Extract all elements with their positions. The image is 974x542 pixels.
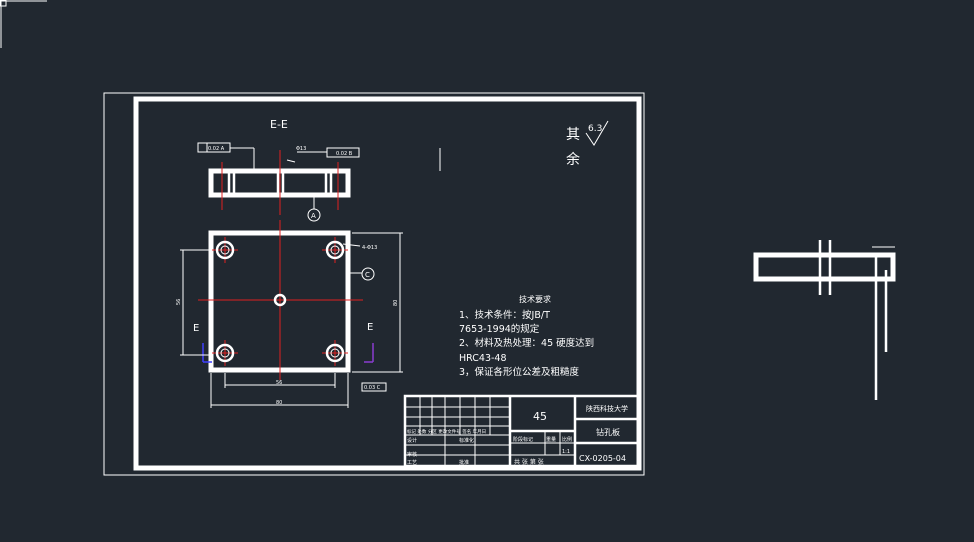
section-marker-left: E	[193, 323, 199, 334]
tb-drawing-no: CX-0205-04	[579, 454, 626, 463]
remaining-text-2: 余	[566, 151, 580, 168]
hole-bl	[215, 343, 235, 363]
tb-process: 工艺	[407, 460, 417, 466]
roughness-symbol-icon	[585, 120, 609, 146]
dim-inner: 56	[276, 380, 282, 386]
hole-tl	[215, 240, 235, 260]
tech-line1: 1、技术条件：按JB/T	[459, 309, 550, 321]
tech-line3: 2、材料及热处理：45 硬度达到	[459, 337, 594, 349]
datum-c: C	[365, 271, 370, 279]
section-marker-right: E	[367, 322, 373, 333]
tb-school: 陕西科技大学	[586, 404, 628, 413]
dim-hole: 4-Φ13	[362, 245, 377, 251]
tb-row-label: 标记 处数 分区 更改文件号 签名 年月日	[407, 428, 486, 435]
section-view: 0.02 A 0.02 B Φ13 A	[197, 142, 360, 222]
hole-tr	[325, 240, 345, 260]
tb-weight: 重量	[546, 436, 556, 443]
hole-br	[325, 343, 345, 363]
tb-material: 45	[533, 410, 547, 423]
tb-standard: 标准化	[459, 437, 474, 444]
tech-title: 技术要求	[519, 294, 551, 304]
tb-design: 设计	[407, 437, 417, 444]
dim-width: 80	[276, 400, 282, 406]
remaining-text-1: 其	[566, 127, 580, 143]
tech-line5: 3，保证各形位公差及粗糙度	[459, 366, 580, 378]
tb-review: 审核	[407, 451, 417, 458]
roughness-value: 6.3	[588, 124, 602, 134]
tb-approve: 批准	[459, 459, 469, 466]
drawing-border	[133, 96, 642, 471]
tb-part-name: 钻孔板	[596, 427, 620, 437]
tb-sheets: 共 张 第 张	[514, 458, 544, 466]
tol-left-label: 0.02 A	[208, 146, 225, 152]
plan-view: E E 56 80 56 80 4-Φ13 C 0.03 C	[176, 220, 403, 408]
datum-a: A	[311, 212, 316, 220]
svg-text:Φ13: Φ13	[296, 146, 306, 152]
side-view-outline	[753, 240, 896, 400]
section-label: E-E	[270, 118, 288, 131]
ucs-icon	[0, 0, 47, 48]
dim-height-right: 80	[393, 300, 399, 306]
tech-line2: 7653-1994的规定	[459, 323, 540, 335]
tb-scale: 比例	[562, 436, 572, 443]
hole-center	[273, 293, 287, 307]
tech-line4: HRC43-48	[459, 353, 507, 364]
dim-small: 0.03 C	[364, 385, 381, 391]
dim-height-left: 56	[176, 299, 182, 305]
title-block: 标记 处数 分区 更改文件号 签名 年月日 设计 标准化 审核 工艺 批准 阶段…	[403, 394, 640, 468]
tb-stage: 阶段标记	[513, 436, 533, 443]
tol-right-label: 0.02 B	[336, 151, 353, 157]
tech-requirements: 技术要求 1、技术条件：按JB/T 7653-1994的规定 2、材料及热处理：…	[459, 294, 594, 378]
roughness-note: 其 余 6.3	[566, 120, 609, 168]
paper-outer-frame	[103, 92, 645, 476]
tb-scale-value: 1:1	[562, 449, 570, 455]
